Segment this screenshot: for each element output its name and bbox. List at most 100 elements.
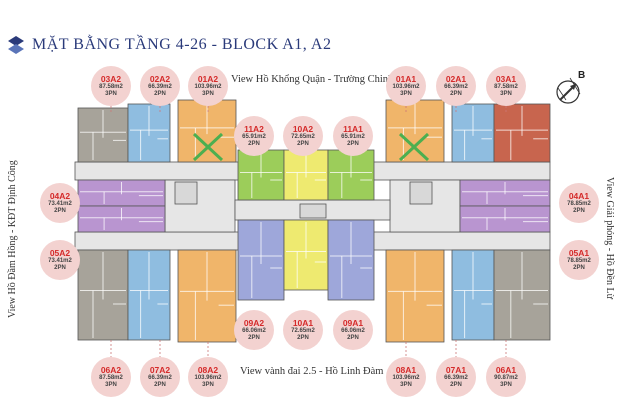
unit-area: 103.96m2 bbox=[194, 83, 222, 90]
unit-beds: 2PN bbox=[154, 90, 166, 97]
unit-08a2-partitions bbox=[180, 252, 234, 340]
unit-code: 09A1 bbox=[342, 317, 364, 328]
unit-05a2-partitions bbox=[80, 208, 163, 230]
unit-area: 72.65m2 bbox=[291, 133, 315, 140]
unit-code: 06A1 bbox=[495, 364, 517, 375]
unit-06a2-partitions bbox=[80, 252, 126, 338]
unit-beds: 3PN bbox=[105, 90, 117, 97]
unit-code: 01A1 bbox=[395, 73, 417, 84]
unit-beds: 2PN bbox=[347, 334, 359, 341]
unit-beds: 2PN bbox=[154, 381, 166, 388]
unit-beds: 3PN bbox=[400, 90, 412, 97]
unit-09a1-partitions bbox=[330, 222, 372, 298]
unit-beds: 2PN bbox=[450, 90, 462, 97]
unit-area: 65.91m2 bbox=[341, 133, 365, 140]
unit-beds: 2PN bbox=[297, 140, 309, 147]
unit-area: 66.39m2 bbox=[444, 83, 468, 90]
brand-logo-icon bbox=[8, 36, 24, 54]
unit-area: 78.85m2 bbox=[567, 257, 591, 264]
unit-area: 73.41m2 bbox=[48, 257, 72, 264]
unit-beds: 2PN bbox=[248, 334, 260, 341]
unit-04a2-partitions bbox=[80, 182, 163, 204]
elevator-core bbox=[299, 203, 327, 219]
unit-beds: 2PN bbox=[248, 140, 260, 147]
unit-code: 11A1 bbox=[343, 123, 363, 134]
unit-area: 66.06m2 bbox=[242, 327, 266, 334]
compass-letter: B bbox=[578, 70, 585, 81]
unit-code: 08A1 bbox=[395, 364, 417, 375]
unit-02a2-partitions bbox=[130, 106, 168, 160]
unit-06a1-partitions bbox=[496, 252, 548, 338]
unit-code: 03A1 bbox=[495, 73, 517, 84]
unit-beds: 2PN bbox=[573, 264, 585, 271]
unit-code: 08A2 bbox=[197, 364, 219, 375]
unit-code: 04A2 bbox=[49, 190, 71, 201]
unit-code: 07A1 bbox=[445, 364, 467, 375]
unit-area: 66.39m2 bbox=[148, 374, 172, 381]
unit-07a1-partitions bbox=[454, 252, 492, 338]
unit-area: 90.87m2 bbox=[494, 374, 518, 381]
unit-beds: 3PN bbox=[202, 90, 214, 97]
unit-01a2-partitions bbox=[180, 102, 234, 160]
unit-02a1-partitions bbox=[454, 106, 492, 160]
x-mark-left-b bbox=[192, 132, 224, 162]
stair-right bbox=[409, 181, 433, 205]
unit-beds: 3PN bbox=[500, 381, 512, 388]
unit-area: 65.91m2 bbox=[242, 133, 266, 140]
unit-code: 10A2 bbox=[292, 123, 314, 134]
unit-03a2-partitions bbox=[80, 110, 126, 160]
unit-11a2-partitions bbox=[240, 152, 282, 198]
view-label-bottom: View vành đai 2.5 - Hồ Linh Đàm bbox=[240, 366, 384, 377]
stair-left bbox=[174, 181, 198, 205]
unit-code: 05A2 bbox=[49, 247, 71, 258]
unit-10a1-partitions bbox=[286, 222, 326, 288]
unit-code: 02A1 bbox=[445, 73, 467, 84]
unit-beds: 2PN bbox=[54, 207, 66, 214]
unit-beds: 3PN bbox=[202, 381, 214, 388]
unit-code: 04A1 bbox=[568, 190, 590, 201]
unit-code: 03A2 bbox=[100, 73, 122, 84]
unit-area: 103.96m2 bbox=[392, 374, 420, 381]
unit-area: 66.06m2 bbox=[341, 327, 365, 334]
unit-beds: 2PN bbox=[573, 207, 585, 214]
unit-area: 87.58m2 bbox=[494, 83, 518, 90]
unit-08a1-partitions bbox=[388, 252, 442, 340]
unit-area: 78.85m2 bbox=[567, 200, 591, 207]
unit-area: 103.96m2 bbox=[194, 374, 222, 381]
unit-04a1-partitions bbox=[462, 182, 548, 204]
unit-area: 87.58m2 bbox=[99, 374, 123, 381]
unit-code: 07A2 bbox=[149, 364, 171, 375]
view-label-right: View Giải phóng - Hồ Đền Lừ bbox=[604, 177, 615, 300]
unit-area: 72.65m2 bbox=[291, 327, 315, 334]
unit-07a2-partitions bbox=[130, 252, 168, 338]
unit-area: 103.96m2 bbox=[392, 83, 420, 90]
page-title: MẶT BẰNG TẦNG 4-26 - BLOCK A1, A2 bbox=[6, 34, 331, 56]
view-label-top: View Hồ Khổng Quận - Trường Chinh bbox=[231, 74, 394, 85]
unit-code: 09A2 bbox=[243, 317, 265, 328]
unit-code: 10A1 bbox=[292, 317, 314, 328]
unit-beds: 2PN bbox=[54, 264, 66, 271]
unit-09a2-partitions bbox=[240, 222, 282, 298]
unit-11a1-partitions bbox=[330, 152, 372, 198]
unit-03a1-partitions bbox=[496, 106, 548, 160]
unit-code: 06A2 bbox=[100, 364, 122, 375]
view-label-left: View Hồ Đầm Hồng - KĐT Định Công bbox=[7, 160, 18, 318]
unit-code: 11A2 bbox=[244, 123, 264, 134]
unit-code: 02A2 bbox=[149, 73, 171, 84]
unit-code: 05A1 bbox=[568, 247, 590, 258]
north-arrow-icon: B bbox=[556, 70, 585, 104]
